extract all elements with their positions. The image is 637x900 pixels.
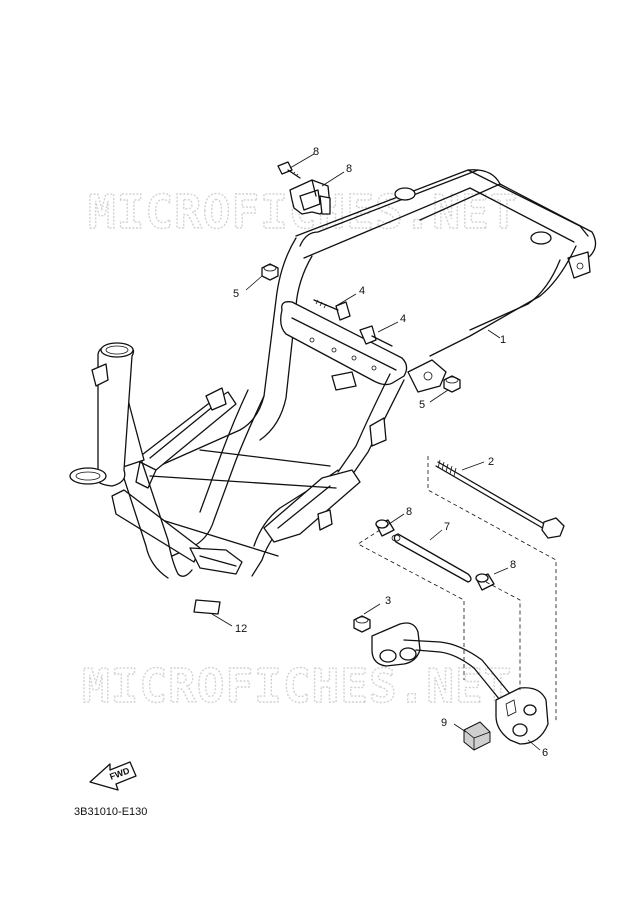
callout-4b: 4 [400,313,406,325]
callout-8b: 8 [510,559,516,571]
nut-part-5-upper [261,263,279,281]
callout-7: 7 [444,521,450,533]
leader-lines [211,153,541,751]
assembly-guide-lines [357,456,557,722]
callout-12: 12 [235,623,247,635]
label-part-12 [193,599,221,615]
engine-hanger-part-6 [371,622,549,745]
bracket-part-10 [289,179,331,215]
bolt-part-2 [435,459,565,539]
callout-1: 1 [500,334,506,346]
damper-part-9 [463,721,491,751]
callout-4a: 4 [359,285,365,297]
bolt-part-11 [277,161,301,179]
callout-6: 6 [542,747,548,759]
callouts: 8 8 5 4 4 1 5 2 8 7 8 3 12 9 6 [233,146,548,759]
diagram-code: 3B31010-E130 [74,806,147,818]
callout-3: 3 [385,595,391,607]
watermark-bottom: MICROFICHES.NET [82,659,512,713]
nut-part-5-lower [443,375,461,393]
nut-part-3 [353,615,371,633]
fwd-arrow-icon: FWD [89,761,137,791]
spacer-part-7 [391,533,472,583]
callout-11: 8 [313,146,319,158]
callout-5a: 5 [233,288,239,300]
callout-9: 9 [441,717,447,729]
callout-10: 8 [346,163,352,175]
callout-8a: 8 [406,506,412,518]
bolt-part-4-lower [359,325,393,347]
main-frame [69,169,597,579]
collar-part-8-right [475,573,495,591]
bolt-part-4-upper [313,299,351,321]
callout-2: 2 [488,456,494,468]
collar-part-8-left [375,519,395,537]
callout-5b: 5 [419,399,425,411]
